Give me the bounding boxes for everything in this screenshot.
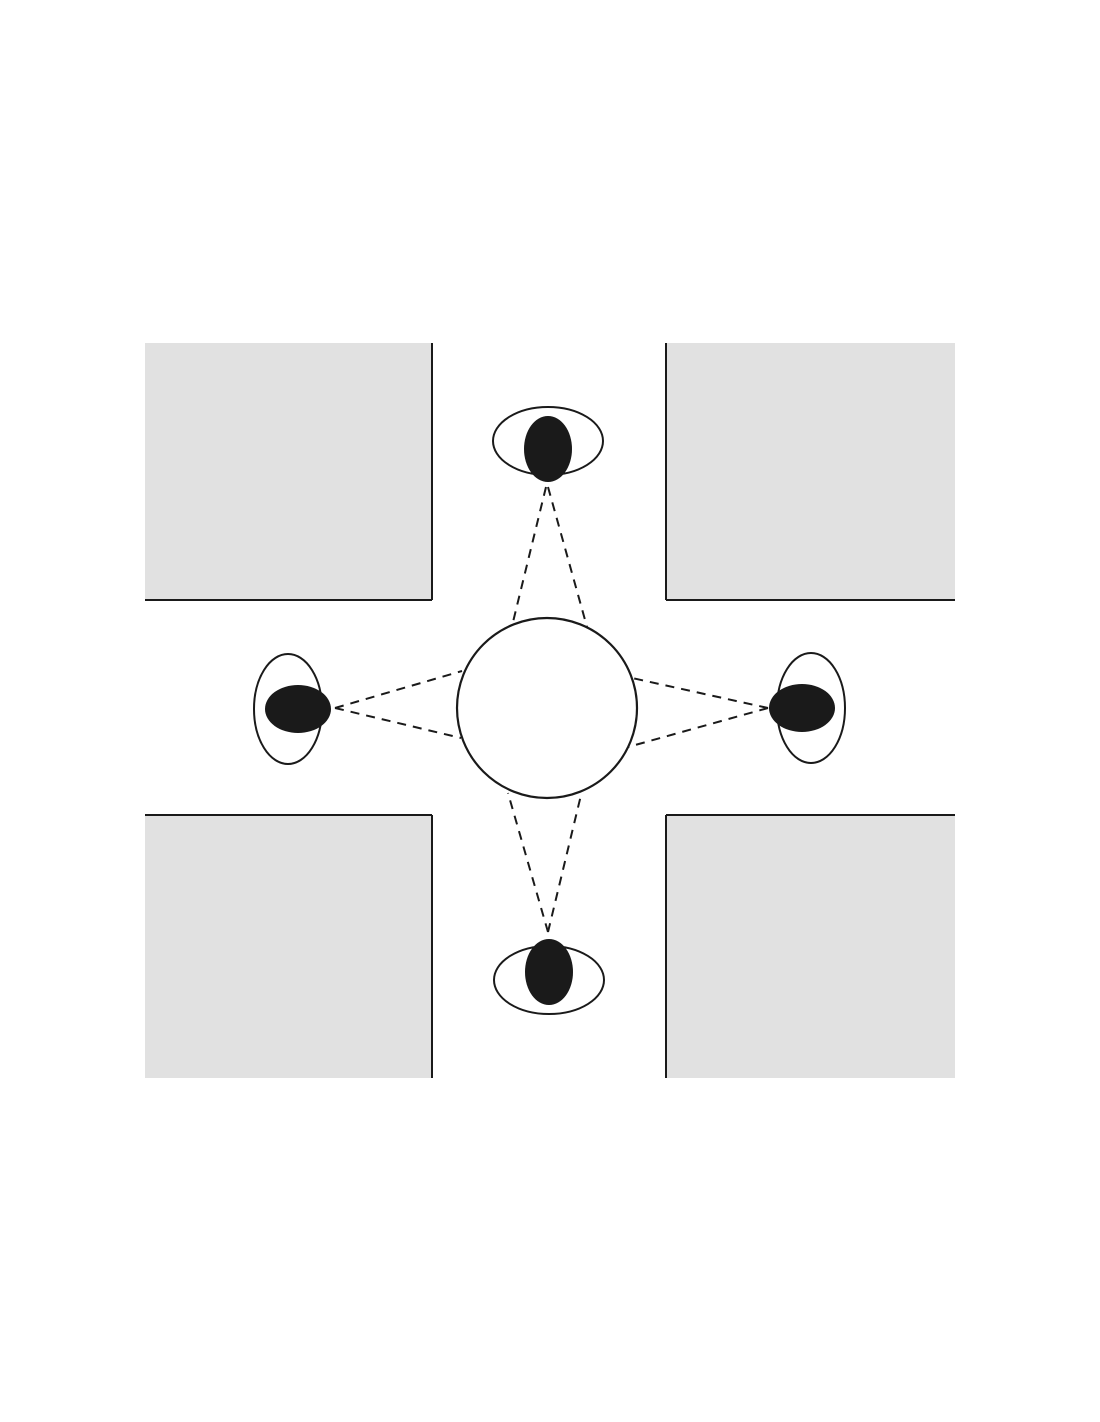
sightline-left <box>334 707 462 739</box>
block-fill <box>145 815 432 1078</box>
block-fill <box>145 343 432 600</box>
eye-icon-right <box>769 652 846 764</box>
eye-pupil <box>524 416 572 482</box>
block-fill <box>666 815 955 1078</box>
block-top-right <box>665 343 955 601</box>
eye-pupil <box>769 684 835 732</box>
sightline-right <box>631 677 769 709</box>
central-object-circle <box>455 616 639 800</box>
sightline-bottom <box>547 794 582 933</box>
eye-icon-left <box>253 653 331 765</box>
block-fill <box>666 343 955 600</box>
block-top-left <box>145 343 433 601</box>
eye-pupil <box>525 939 573 1005</box>
eye-pupil <box>265 685 331 733</box>
eye-icon-bottom <box>493 939 605 1015</box>
sightline-right <box>627 707 769 748</box>
sightline-top <box>547 486 588 628</box>
sightline-left <box>334 670 463 709</box>
observer-eyes <box>253 406 846 1015</box>
building-blocks <box>145 343 955 1078</box>
eye-icon-top <box>492 406 604 482</box>
block-bottom-right <box>665 814 955 1078</box>
block-bottom-left <box>145 814 433 1078</box>
sightline-bottom <box>507 792 549 933</box>
sightlines <box>334 486 769 933</box>
sightline-top <box>512 486 547 623</box>
